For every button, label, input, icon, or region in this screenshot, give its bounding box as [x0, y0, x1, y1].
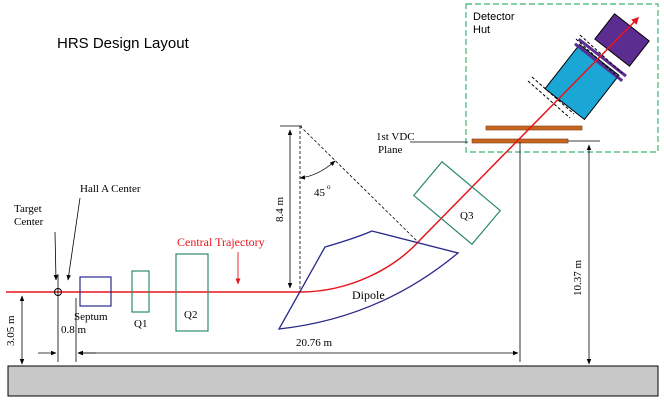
bend-angle-unit: o: [327, 183, 331, 191]
detector-hut-label-2: Hut: [473, 24, 490, 36]
detector-hut-label-1: Detector: [473, 11, 515, 23]
diagram-title: HRS Design Layout: [57, 35, 190, 52]
dipole-magnet: [277, 230, 460, 330]
central-trajectory-label: Central Trajectory: [177, 235, 265, 249]
detector-dashed-plates: [527, 34, 623, 119]
bend-angle-arc: [299, 160, 336, 180]
vdc-height-label: 10.37 m: [572, 260, 584, 297]
detector-purple-plates: [574, 37, 627, 82]
vdc-plane-upper: [485, 125, 583, 131]
target-offset-label: 0.8 m: [61, 324, 87, 336]
bend-angle-ref-line: [299, 125, 419, 243]
central-trajectory-path: [299, 16, 640, 293]
septum-magnet: [79, 276, 112, 307]
hall-floor: [7, 365, 659, 397]
beam-height-label: 3.05 m: [5, 315, 17, 346]
detector-hut-box: [465, 3, 659, 153]
total-length-label: 20.76 m: [296, 337, 333, 349]
detector-cyan-block: [544, 43, 620, 121]
q2-label: Q2: [184, 309, 197, 321]
target-label-1: Target: [14, 203, 42, 215]
dipole-height-label: 8.4 m: [274, 197, 286, 223]
vdc-label-2: Plane: [378, 144, 403, 156]
q3-magnet: [412, 160, 502, 246]
q2-magnet: [175, 253, 209, 332]
target-label-2: Center: [14, 216, 44, 228]
bend-angle-value: 45: [314, 187, 326, 199]
q1-label: Q1: [134, 318, 147, 330]
detector-purple-block: [594, 13, 650, 67]
target-label-arrow: [53, 231, 59, 281]
q3-label: Q3: [460, 210, 474, 222]
vdc-label-1: 1st VDC: [376, 131, 415, 143]
dipole-label: Dipole: [352, 288, 385, 302]
hall-center-label: Hall A Center: [80, 183, 141, 195]
q1-magnet: [131, 270, 150, 313]
septum-label: Septum: [74, 311, 108, 323]
hall-center-arrow: [66, 197, 81, 281]
